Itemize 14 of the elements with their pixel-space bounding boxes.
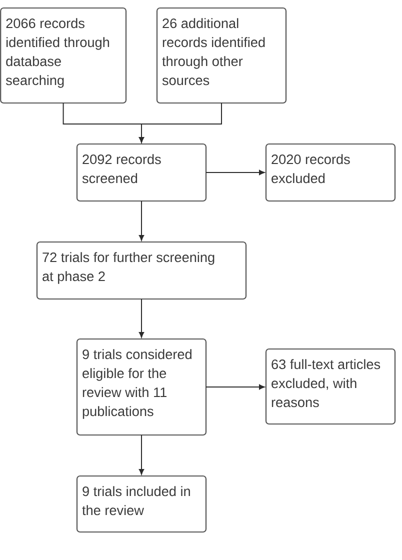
process-box: 9 trials considered eligible for the review with 11 publications — [76, 338, 207, 436]
process-box: 26 additional records identified through other sources — [156, 7, 287, 104]
arrow — [138, 298, 144, 338]
arrow — [138, 434, 144, 475]
process-box: 9 trials included in the review — [76, 475, 207, 533]
process-box: 72 trials for further screening at phase 2 — [36, 241, 247, 300]
arrow — [138, 200, 144, 241]
arrow — [206, 170, 265, 176]
process-box: 63 full-text articles excluded, with reasons — [265, 348, 396, 425]
arrow — [206, 384, 265, 390]
process-box: 2092 records screened — [76, 143, 207, 202]
process-box: 2066 records identified through database searching — [0, 7, 127, 104]
process-box: 2020 records excluded — [265, 143, 396, 202]
arrow — [138, 102, 222, 143]
